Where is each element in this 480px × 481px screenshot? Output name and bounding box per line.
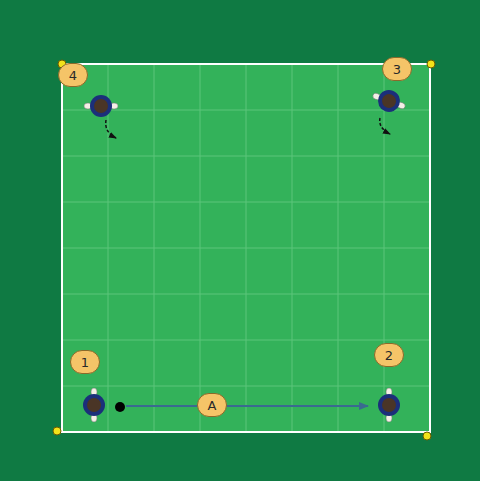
callout-number: 2 — [374, 343, 404, 367]
callout-number: 4 — [58, 63, 88, 87]
callout-number: A — [197, 393, 227, 417]
callout-number: 1 — [70, 350, 100, 374]
callout-number: 3 — [382, 57, 412, 81]
